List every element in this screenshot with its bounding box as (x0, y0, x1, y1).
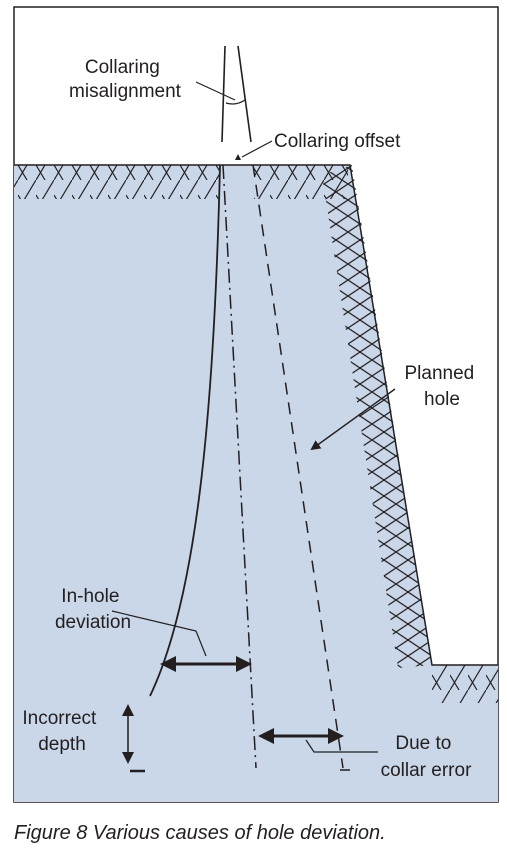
collar-error-hole (252, 164, 344, 769)
in-hole-deviation-leader (111, 610, 207, 657)
collaring-misalignment-label: Collaring misalignment (69, 57, 182, 102)
collar-error-label: Due to collar error (381, 733, 472, 781)
planned-hole-label: Planned hole (404, 363, 479, 410)
figure-caption: Figure 8 Various causes of hole deviatio… (14, 822, 386, 844)
planned-hole-axis (222, 164, 257, 769)
collar-error-leader (305, 739, 378, 753)
collaring-offset-marker (235, 154, 241, 160)
incorrect-depth-label: Incorrect depth (22, 708, 101, 755)
drill-rod (195, 45, 252, 143)
actual-hole-curve (149, 164, 221, 697)
collaring-offset-label: Collaring offset (274, 131, 401, 152)
planned-hole-pointer (310, 388, 396, 451)
collaring-offset-leader (241, 140, 273, 158)
rock-mass (14, 165, 498, 802)
in-hole-deviation-label: In-hole deviation (55, 586, 131, 633)
misalignment-angle (225, 99, 246, 105)
misalignment-leader (195, 81, 236, 101)
